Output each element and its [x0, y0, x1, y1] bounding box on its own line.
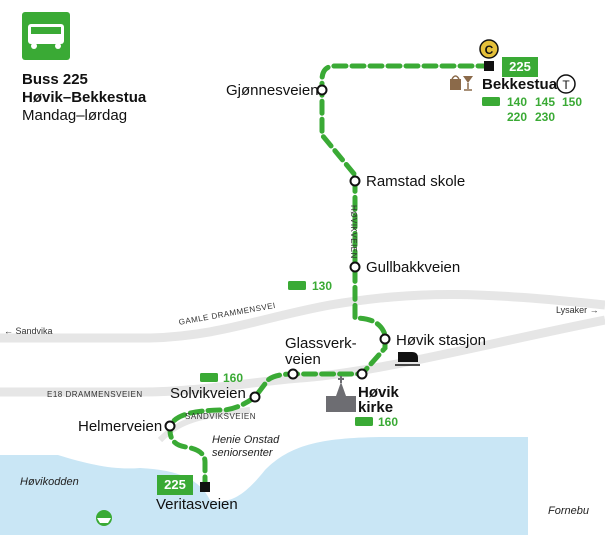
stop-marker-helmer[interactable]	[164, 420, 176, 432]
cocktail-glass-icon	[463, 76, 473, 91]
route-title: Buss 225	[22, 71, 88, 88]
route-badge-bekkestua: 225	[502, 57, 538, 77]
place-lysaker: Lysaker →	[556, 305, 599, 315]
stop-label-ramstad[interactable]: Ramstad skole	[366, 173, 466, 190]
connection-bekkestua-220: 220	[507, 110, 528, 124]
stop-marker-hovik-kirke[interactable]	[356, 368, 368, 380]
stop-label-bekkestua[interactable]: Bekkestua	[482, 76, 558, 93]
bus-small-icon	[200, 97, 500, 426]
c-center-icon: C	[479, 39, 499, 59]
bus-route-line	[167, 63, 493, 490]
stop-label-hovik-kirke-1[interactable]: Høvik	[358, 384, 399, 401]
road-sandviksveien	[157, 407, 251, 443]
stop-marker-glassverkveien[interactable]	[287, 368, 299, 380]
connection-gamle-drammensvei: 130	[312, 279, 333, 293]
stop-label-hovik-stasjon[interactable]: Høvik stasjon	[396, 332, 487, 349]
boat-icon	[96, 510, 112, 526]
route-direction: Høvik–Bekkestua	[22, 89, 147, 106]
terminal-marker-bekkestua[interactable]	[484, 61, 494, 71]
connection-bekkestua-140: 140	[507, 95, 528, 109]
shopping-bag-icon	[450, 75, 461, 90]
connection-hovik-kirke: 160	[378, 415, 399, 429]
road-gamle-drammensvei	[0, 289, 605, 343]
connection-bekkestua-150: 150	[562, 95, 583, 109]
stop-marker-gullbakk[interactable]	[349, 261, 361, 273]
connection-bekkestua-145: 145	[535, 95, 556, 109]
route-badge-veritas: 225	[157, 475, 193, 495]
stop-label-helmer[interactable]: Helmerveien	[78, 418, 163, 435]
stop-label-gjonnesveien[interactable]: Gjønnesveien	[226, 82, 319, 99]
stop-marker-solvik[interactable]	[249, 391, 261, 403]
water-area	[0, 437, 528, 535]
stop-marker-hovik-stasjon[interactable]	[379, 333, 391, 345]
place-henie-onstad-2: seniorsenter	[212, 447, 273, 459]
road-label-sandviksveien: SANDVIKSVEIEN	[185, 412, 256, 421]
connection-bekkestua-230: 230	[535, 110, 556, 124]
road-label-e18: E18 DRAMMENSVEIEN	[47, 390, 143, 399]
stop-label-hovik-kirke-2[interactable]: kirke	[358, 399, 394, 416]
stop-label-gullbakk[interactable]: Gullbakkveien	[366, 259, 461, 276]
stop-label-solvik[interactable]: Solvikveien	[170, 385, 246, 402]
place-hovikodden: Høvikodden	[20, 476, 79, 488]
terminal-marker-veritas[interactable]	[200, 482, 210, 492]
place-fornebu: Fornebu	[548, 505, 589, 517]
route-days: Mandag–lørdag	[22, 107, 128, 124]
stop-label-veritas[interactable]: Veritasveien	[156, 496, 238, 513]
place-henie-onstad-1: Henie Onstad	[212, 434, 280, 446]
road-e18	[0, 315, 605, 397]
stop-label-glassverkveien-1[interactable]: Glassverk-	[285, 335, 357, 352]
stop-marker-gjonnesveien[interactable]	[316, 84, 328, 96]
train-icon	[395, 352, 420, 366]
t-bane-icon: T	[556, 74, 576, 94]
stop-markers	[164, 84, 391, 432]
svg-text:C: C	[485, 43, 494, 57]
connection-e18: 160	[223, 371, 244, 385]
svg-text:T: T	[562, 78, 570, 92]
church-icon	[326, 376, 356, 412]
stop-marker-ramstad[interactable]	[349, 175, 361, 187]
road-label-hovikveien: HØVIKVEIEN	[349, 205, 358, 259]
bus-icon	[22, 12, 70, 60]
stop-label-glassverkveien-2[interactable]: veien	[285, 351, 321, 368]
place-sandvika: ← Sandvika	[4, 326, 53, 336]
